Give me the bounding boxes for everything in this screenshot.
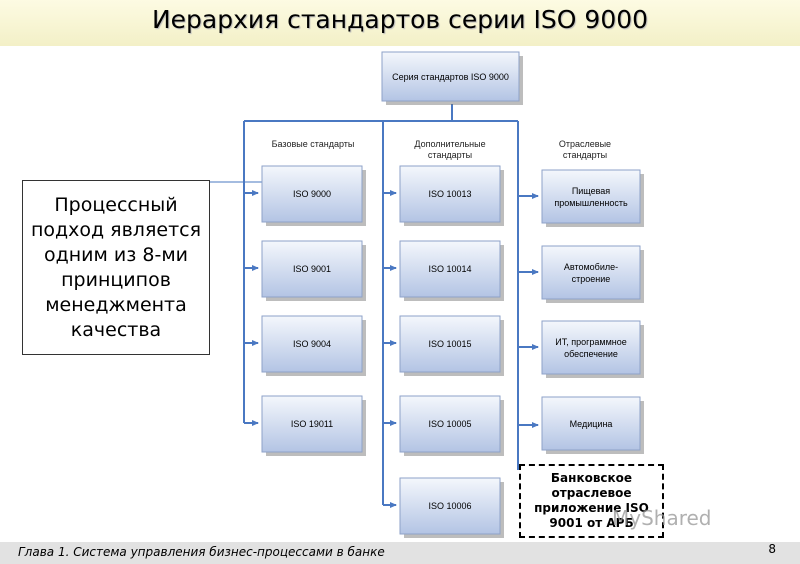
root-box [381,51,523,105]
standard-box: ISO 10013 [428,189,472,199]
industry-box: Пищевая промышленность [554,185,628,208]
standard-box: ISO 10006 [428,501,472,511]
column-additional-boxes [399,165,504,538]
page-title: Иерархия стандартов серии ISO 9000 [151,5,649,34]
industry-box: ИТ, программное обеспечение [555,336,627,359]
standard-box: ISO 9001 [292,264,332,274]
standard-box: ISO 9004 [292,339,332,349]
standard-box: ISO 10005 [428,419,472,429]
connector-lines [210,104,539,508]
column-base-boxes [261,165,366,456]
standard-box: ISO 10014 [428,264,472,274]
column-heading-industry: Отраслевые стандарты [558,139,612,160]
standard-box: ISO 9000 [292,189,332,199]
watermark: MyShared [612,506,712,530]
page-number: 8 [768,542,776,556]
industry-box: Медицина [569,418,613,429]
column-industry-boxes [541,169,644,454]
process-approach-note: Процессный подход является одним из 8-ми… [22,180,210,355]
title-bar [0,0,800,46]
footer-chapter: Глава 1. Система управления бизнес-проце… [18,545,385,559]
column-heading-base: Базовые стандарты [271,139,355,149]
standard-box: ISO 19011 [290,419,334,429]
footer-bar [0,542,800,564]
root-box-label: Серия стандартов ISO 9000 [392,71,509,82]
standard-box: ISO 10015 [428,339,472,349]
industry-box: Автомобиле-строение [563,261,619,284]
column-heading-additional: Дополнительные стандарты [414,139,486,160]
banking-appendix-note: Банковское отраслевое приложение ISO 900… [519,464,664,538]
